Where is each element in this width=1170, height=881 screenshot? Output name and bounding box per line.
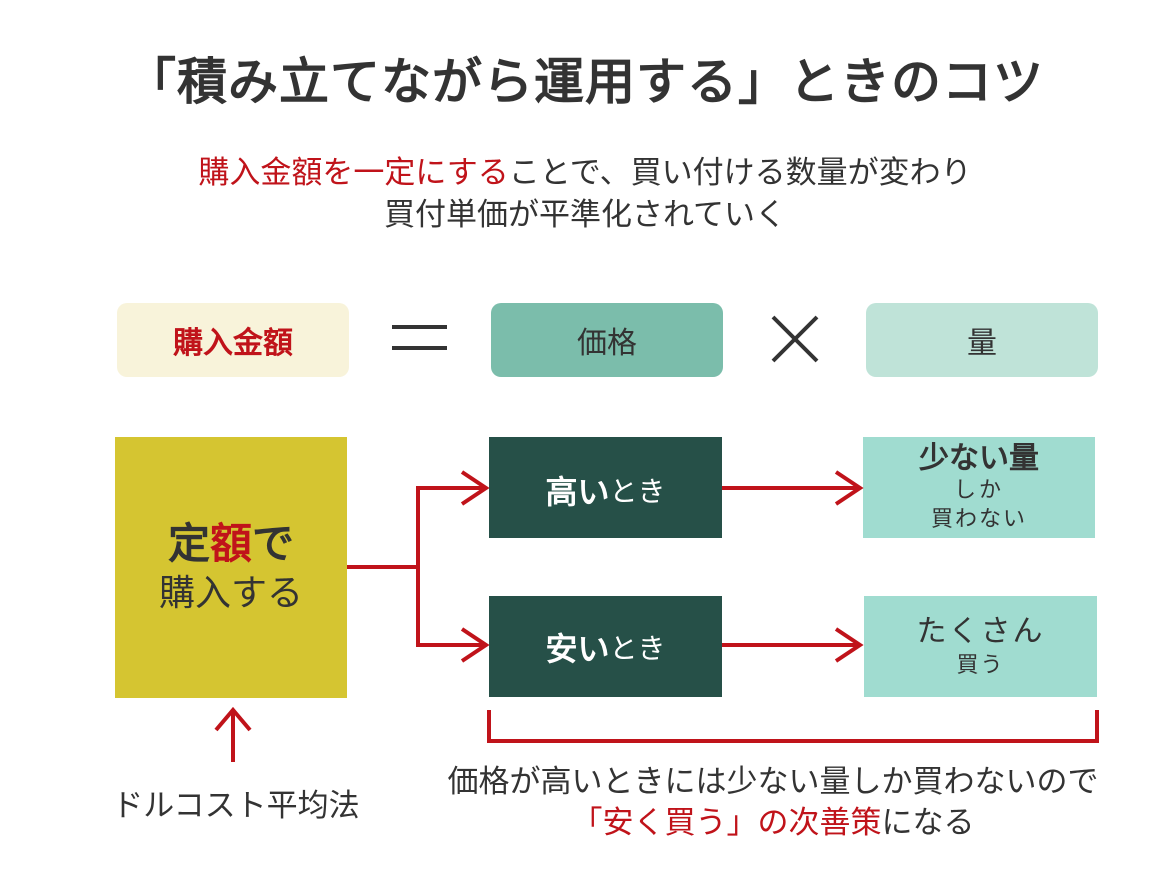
- fixed-amount-box: 定額で 購入する: [115, 437, 347, 698]
- conclusion-line-1: 価格が高いときには少ない量しか買わないので: [447, 764, 1099, 800]
- high-price-strong: 高い: [545, 472, 610, 511]
- diagram-title: 「積み立てながら運用する」ときのコツ: [126, 53, 1044, 111]
- conclusion-text: 価格が高いときには少ない量しか買わないので 「安く買う」の次善策になる: [403, 762, 1143, 844]
- low-price-strong: 安い: [545, 629, 610, 668]
- conclusion-bracket: [487, 710, 1099, 743]
- high-price-result-box: 少ない量 しか 買わない: [863, 437, 1095, 538]
- lead-highlight: 購入金額を一定にする: [198, 155, 509, 191]
- low-result-line-2: 買う: [956, 652, 1005, 678]
- fixed-amount-line-2: 購入する: [158, 572, 303, 614]
- fixed-suffix: で: [252, 518, 295, 568]
- high-price-box: 高いとき: [489, 437, 722, 538]
- high-result-line-1: 少ない量: [919, 440, 1039, 476]
- conclusion-line-2: 「安く買う」の次善策になる: [403, 803, 1143, 844]
- low-price-result-box: たくさん 買う: [864, 596, 1097, 697]
- price-box: 価格: [491, 303, 723, 377]
- branch-to-high-arrowhead-icon: [460, 470, 490, 506]
- conclusion-rest: になる: [881, 805, 975, 841]
- lead-text: 購入金額を一定にすることで、買い付ける数量が変わり 買付単価が平準化されていく: [0, 152, 1170, 236]
- low-price-box: 安いとき: [489, 596, 722, 697]
- branch-to-low-arrow: [416, 567, 484, 647]
- fixed-highlight: 額: [209, 518, 252, 568]
- lead-line-1: 購入金額を一定にすることで、買い付ける数量が変わり: [0, 152, 1170, 194]
- purchase-amount-box: 購入金額: [117, 303, 349, 377]
- fixed-amount-line-1: 定額で: [168, 518, 294, 570]
- branch-to-low-arrowhead-icon: [460, 627, 490, 663]
- lead-line-2: 買付単価が平準化されていく: [383, 197, 787, 233]
- dca-up-arrowhead-icon: [214, 706, 252, 732]
- high-result-line-3: 買わない: [930, 506, 1027, 532]
- high-result-line-2: しか: [953, 477, 1004, 503]
- fixed-prefix: 定: [167, 518, 210, 568]
- low-to-result-arrowhead-icon: [834, 627, 864, 663]
- multiply-sign-icon: [771, 315, 819, 363]
- high-price-rest: とき: [609, 474, 666, 508]
- quantity-box: 量: [866, 303, 1098, 377]
- high-to-result-arrowhead-icon: [834, 470, 864, 506]
- equals-sign-icon: [392, 325, 447, 350]
- low-price-rest: とき: [609, 631, 666, 665]
- conclusion-highlight: 「安く買う」の次善策: [571, 805, 882, 841]
- dollar-cost-averaging-label: ドルコスト平均法: [112, 788, 360, 824]
- low-result-line-1: たくさん: [916, 613, 1045, 649]
- lead-rest: ことで、買い付ける数量が変わり: [508, 155, 972, 191]
- branch-to-high-arrow: [416, 486, 484, 567]
